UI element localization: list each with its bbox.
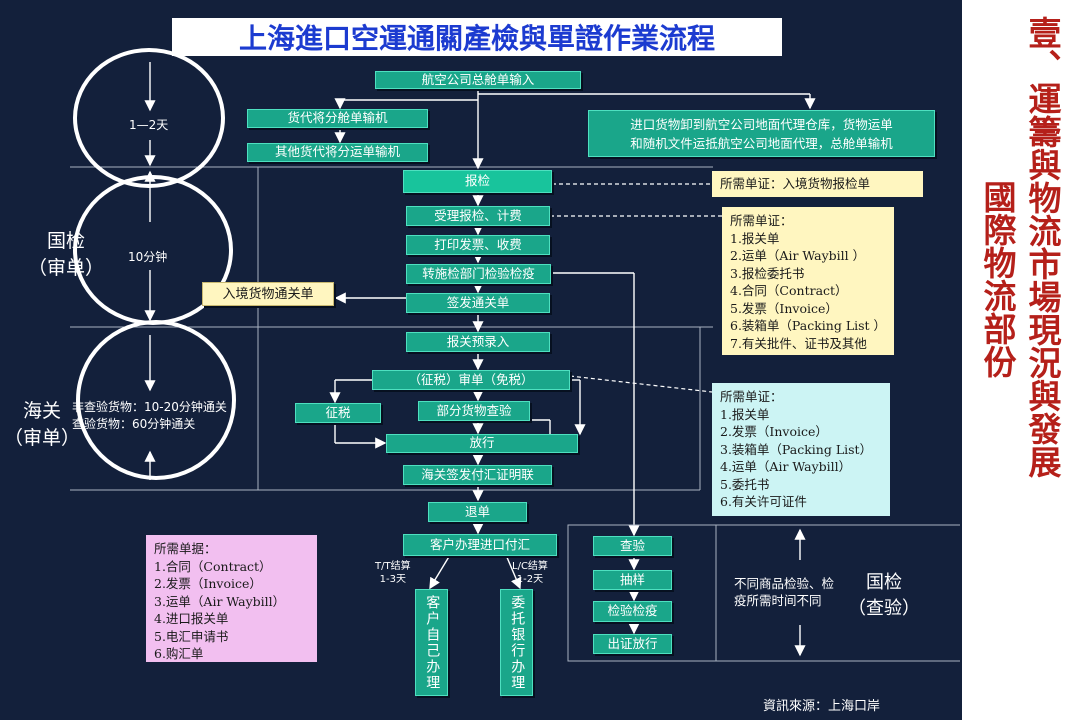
note-line: 1.报关单 xyxy=(730,230,780,246)
note-line: 2.发票（Invoice） xyxy=(154,576,262,591)
box-transfer-inspection: 转施检部门检验检疫 xyxy=(406,264,551,284)
box-bank-entrusted-text: 委托银行办理 xyxy=(509,594,526,691)
box-check: 查验 xyxy=(593,536,672,556)
stage-customs-label: 海关 （审单） xyxy=(4,400,81,449)
box-manifest-entry: 航空公司总舱单输入 xyxy=(375,71,581,89)
box-forwarder-submanifest: 货代将分舱单输机 xyxy=(247,109,428,128)
note-line: 1.报关单 xyxy=(720,406,770,422)
stage-ciq-label: 国检 （审单） xyxy=(28,230,105,279)
box-inspect-quarantine: 检验检疫 xyxy=(593,601,672,622)
note-line: 所需单证： xyxy=(730,213,793,228)
side-panel: 壹、運籌與物流市場現況與發展 國際物流部份 xyxy=(962,0,1080,720)
box-partial-inspection: 部分货物查验 xyxy=(418,401,530,421)
stage-days: 1—2天 xyxy=(129,118,169,132)
note-line: 1.合同（Contract） xyxy=(154,558,272,574)
stage-customs-time: 非查验货物：10-20分钟通关 查验货物：60分钟通关 xyxy=(72,400,227,431)
box-payment-certificate: 海关签发付汇证明联 xyxy=(403,465,552,485)
note-line: 所需单证： xyxy=(720,389,783,404)
box-import-payment: 客户办理进口付汇 xyxy=(403,534,557,556)
source-credit: 資訊來源：上海口岸 xyxy=(763,699,881,714)
note-line: 6.装箱单（Packing List ） xyxy=(730,318,887,333)
box-sampling: 抽样 xyxy=(593,570,672,590)
note-line: 所需单据： xyxy=(154,541,217,556)
box-release: 放行 xyxy=(386,434,578,453)
flowchart-slide: 上海進口空運通關產檢與單證作業流程 1—2天 国检 （审单） 10分钟 海关 （… xyxy=(0,0,962,720)
box-issue-clearance: 签发通关单 xyxy=(406,293,550,313)
box-cargo-unload: 进口货物卸到航空公司地面代理仓库，货物运单 和随机文件运抵航空公司地面代理，总舱… xyxy=(588,110,935,157)
note-line: 4.运单（Air Waybill） xyxy=(720,459,852,474)
note-line: 4.进口报关单 xyxy=(154,611,229,626)
note-line: 5.电汇申请书 xyxy=(154,628,229,644)
note-line: 3.装箱单（Packing List） xyxy=(720,441,873,457)
note-line: 6.购汇单 xyxy=(154,646,204,661)
box-bank-entrusted: 委托银行办理 xyxy=(500,589,533,696)
inspection-label: 国检 （查验） xyxy=(848,572,920,619)
stage-circle-customs xyxy=(76,320,236,480)
side-title-main: 壹、運籌與物流市場現況與發展 xyxy=(1023,16,1062,478)
note-line: 3.运单（Air Waybill） xyxy=(154,593,286,609)
note-line: 6.有关许可证件 xyxy=(720,494,807,509)
settlement-tt: T/T结算 1-3天 xyxy=(375,561,411,585)
box-levy-tax: 征税 xyxy=(295,403,381,423)
note-line: 3.报检委托书 xyxy=(730,265,805,281)
page-title: 上海進口空運通關產檢與單證作業流程 xyxy=(172,18,782,56)
box-return-documents: 退单 xyxy=(428,502,527,522)
box-accept-charge: 受理报检、计费 xyxy=(406,206,550,226)
note-ciq-documents: 所需单证： 1.报关单 2.运单（Air Waybill ） 3.报检委托书 4… xyxy=(722,207,894,355)
box-certificate-release: 出证放行 xyxy=(593,634,672,654)
box-customer-self: 客户自己办理 xyxy=(415,589,448,696)
note-line: 2.发票（Invoice） xyxy=(720,424,828,439)
note-line: 5.委托书 xyxy=(720,476,770,492)
note-entry-form: 所需单证：入境货物报检单 xyxy=(712,171,923,197)
note-entry-form-text: 所需单证：入境货物报检单 xyxy=(720,176,871,191)
box-inspection-application: 报检 xyxy=(403,170,552,193)
box-customer-self-text: 客户自己办理 xyxy=(424,594,441,691)
side-title-sub: 國際物流部份 xyxy=(978,180,1017,378)
note-line: 2.运单（Air Waybill ） xyxy=(730,248,866,263)
stage-ciq-time: 10分钟 xyxy=(128,250,168,264)
box-print-invoice: 打印发票、收费 xyxy=(406,235,550,255)
note-customs-documents: 所需单证： 1.报关单 2.发票（Invoice） 3.装箱单（Packing … xyxy=(712,383,890,516)
box-customs-pre-entry: 报关预录入 xyxy=(406,332,550,352)
note-payment-documents: 所需单据： 1.合同（Contract） 2.发票（Invoice） 3.运单（… xyxy=(146,535,317,662)
settlement-lc: L/C结算 1-2天 xyxy=(512,561,548,585)
note-line: 5.发票（Invoice） xyxy=(730,300,838,316)
inspection-time-note: 不同商品检验、检 疫所需时间不同 xyxy=(734,576,835,608)
box-other-forwarders: 其他货代将分运单输机 xyxy=(247,143,428,162)
connector-lines xyxy=(70,62,960,662)
entry-pass-label: 入境货物通关单 xyxy=(202,282,334,306)
note-line: 4.合同（Contract） xyxy=(730,283,848,298)
note-line: 7.有关批件、证书及其他 xyxy=(730,335,867,351)
box-declaration-review: （征税）审单（免税） xyxy=(372,370,570,390)
